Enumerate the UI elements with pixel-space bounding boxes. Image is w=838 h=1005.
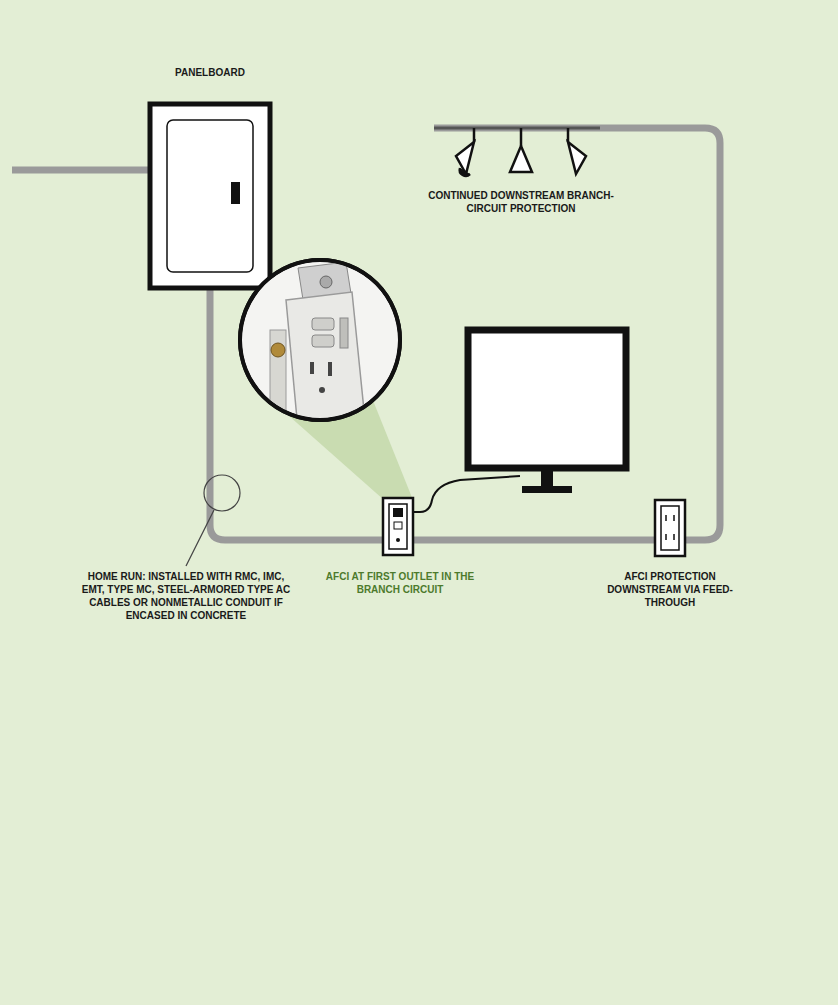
callout-circle xyxy=(204,475,240,511)
feed-through-receptacle xyxy=(655,500,685,556)
television xyxy=(468,330,626,493)
callout-label: HOME RUN: INSTALLED WITH RMC, IMC, EMT, … xyxy=(81,570,291,622)
panel-door xyxy=(167,120,253,272)
feeder-wire xyxy=(12,167,150,174)
panelboard-box xyxy=(150,104,270,288)
receptacle-closeup xyxy=(240,260,400,430)
afci-receptacle xyxy=(383,498,413,555)
callout-label: AFCI AT FIRST OUTLET IN THE BRANCH CIRCU… xyxy=(325,570,475,596)
power-cord xyxy=(402,476,520,512)
panel-latch xyxy=(231,182,240,204)
track-lights xyxy=(434,128,600,176)
leader-line xyxy=(186,510,214,566)
branch-wire xyxy=(210,128,720,540)
node-title: PANELBOARD xyxy=(130,66,290,79)
callout-label: AFCI PROTECTION DOWNSTREAM VIA FEED-THRO… xyxy=(605,570,735,609)
panel-heading: PANELBOARD xyxy=(130,66,290,79)
note-label: CONTINUED DOWNSTREAM BRANCH-CIRCUIT PROT… xyxy=(421,189,621,215)
